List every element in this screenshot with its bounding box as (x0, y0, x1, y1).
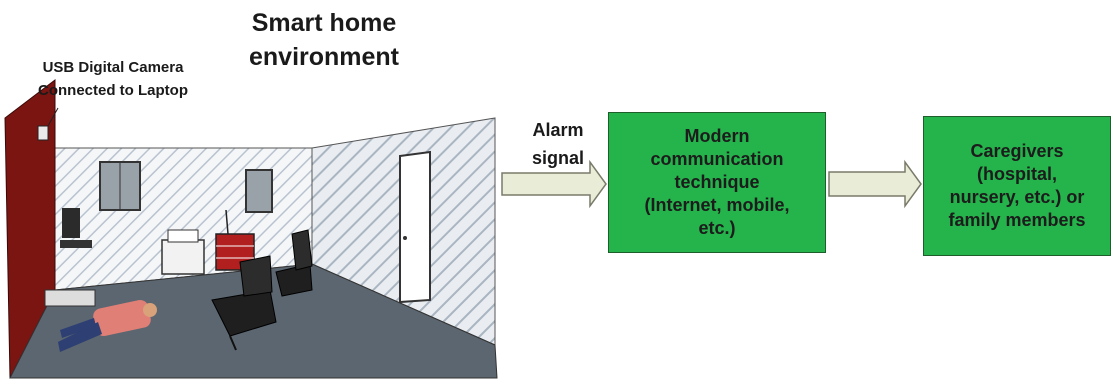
alarm-label-line1: Alarm (532, 120, 584, 140)
communication-technique-box: Modern communication technique (Internet… (608, 112, 826, 253)
camera (37, 125, 49, 141)
window-right (245, 169, 273, 213)
fallen-person (58, 299, 157, 352)
alarm-signal-label: Alarm signal (518, 116, 598, 172)
bed (161, 239, 205, 275)
camera-label: USB Digital Camera Connected to Laptop (18, 56, 208, 102)
arrow-to-caregivers (828, 159, 922, 209)
camera-label-line1: USB Digital Camera (42, 59, 184, 76)
diagram-title: Smart home environment (248, 9, 400, 71)
caregivers-box: Caregivers (hospital, nursery, etc.) or … (923, 116, 1111, 256)
desk (60, 240, 92, 248)
smart-home-room-illustration (4, 78, 498, 379)
door (399, 150, 431, 304)
alarm-label-line2: signal (531, 148, 584, 168)
camera-label-line2: Connected to Laptop (38, 82, 188, 99)
